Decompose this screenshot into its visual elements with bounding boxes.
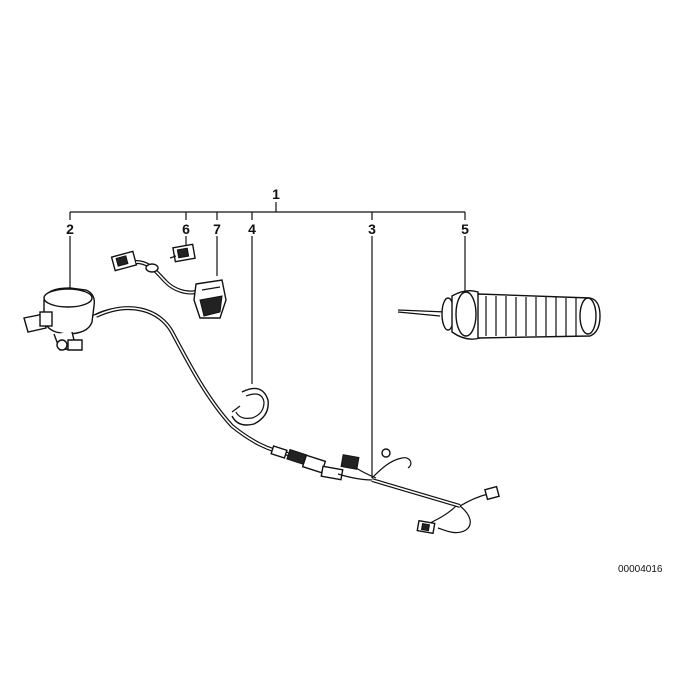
callout-plug: 6 [182,221,190,237]
switch-housing-part [23,287,131,351]
clip-part [231,387,269,426]
callout-grip: 5 [461,221,469,237]
callout-resistor: 7 [213,221,221,237]
resistor-part [110,250,227,319]
harness-part [320,448,500,535]
callout-switch: 2 [66,221,74,237]
inline-connector [270,445,327,474]
main-cable [95,306,289,456]
plug-part [169,243,196,263]
callout-harness: 3 [368,221,376,237]
grip-ribs [485,296,577,336]
drawing-code: 00004016 [618,564,663,575]
leader-lines [69,202,466,478]
callout-clip: 4 [248,221,256,237]
callout-assembly: 1 [272,186,280,202]
heated-grip-part [397,289,601,340]
